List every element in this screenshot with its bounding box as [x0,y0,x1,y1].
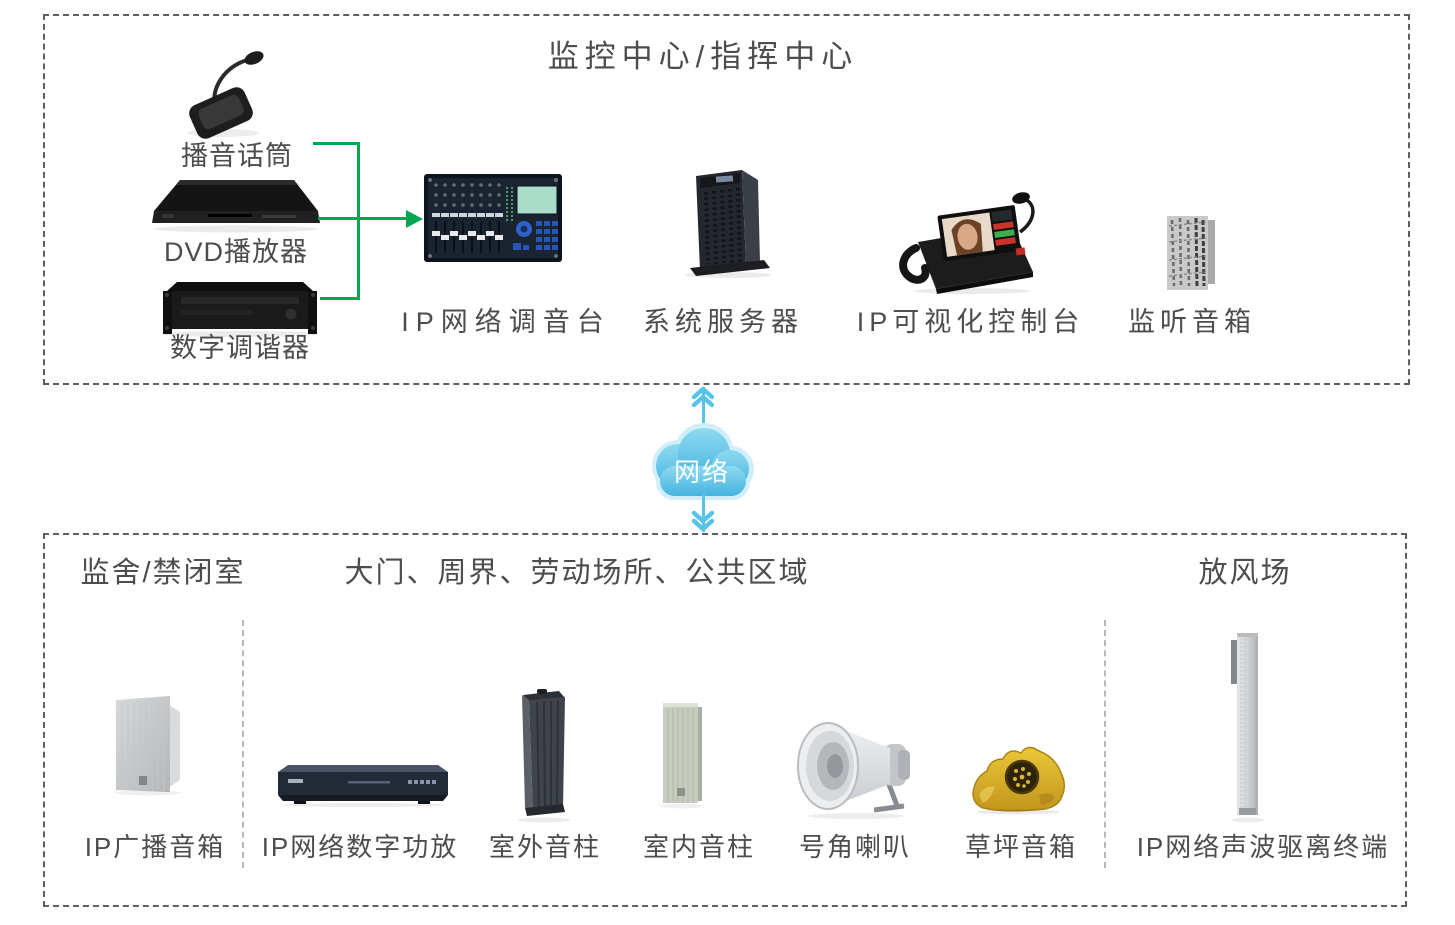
outdoor-column-speaker-label: 室外音柱 [488,832,601,862]
ip-digital-amplifier-image [272,755,454,807]
chevron-down-icon [690,510,716,532]
sound-repel-terminal-image [1224,628,1268,824]
network-link-top [702,387,705,429]
ip-broadcast-speaker-image [106,694,186,796]
lawn-speaker-label: 草坪音箱 [964,832,1077,862]
horn-speaker-label: 号角喇叭 [798,832,911,862]
system-server-label: 系统服务器 [643,307,803,337]
network-link-bottom [702,494,705,532]
paging-mic-image [175,45,285,140]
ip-visual-console-image [890,188,1040,294]
field-zones-box [43,533,1407,907]
horn-speaker-image [792,710,916,822]
zone-public-heading: 大门、周界、劳动场所、公共区域 [344,557,810,589]
ip-broadcast-speaker-label: IP广播音箱 [84,832,226,862]
mixer-arrowhead [406,210,423,228]
network-cloud-label: 网络 [673,457,730,487]
indoor-column-speaker-image [656,698,710,810]
zone-divider-left [242,620,244,868]
source-connector-tuner [320,297,359,300]
indoor-column-speaker-label: 室内音柱 [642,832,755,862]
zone-divider-right [1104,620,1106,868]
source-connector-bus [357,142,360,300]
system-server-image [670,166,782,278]
digital-tuner-image [155,276,325,338]
lawn-speaker-image [965,733,1071,815]
ip-mixer-image [423,173,563,263]
monitor-speaker-image [1162,212,1222,296]
zone-yard-heading: 放风场 [1198,557,1292,589]
dvd-player-image [150,166,320,236]
source-connector-dvd [318,217,359,220]
chevron-up-icon [690,386,716,408]
diagram-title: 监控中心/指挥中心 [547,39,859,74]
outdoor-column-speaker-image [510,686,574,824]
digital-tuner-label: 数字调谐器 [170,333,310,363]
monitor-speaker-label: 监听音箱 [1128,307,1256,337]
paging-mic-label: 播音话筒 [181,141,293,171]
ip-visual-console-label: IP可视化控制台 [856,307,1085,337]
zone-cell-heading: 监舍/禁闭室 [80,557,246,589]
mixer-arrow-line [358,217,408,220]
ip-mixer-label: IP网络调音台 [401,307,611,337]
ip-digital-amplifier-label: IP网络数字功放 [261,832,459,862]
network-cloud [636,414,766,509]
sound-repel-terminal-label: IP网络声波驱离终端 [1136,832,1390,862]
dvd-player-label: DVD播放器 [163,237,308,267]
source-connector-mic [313,142,359,145]
